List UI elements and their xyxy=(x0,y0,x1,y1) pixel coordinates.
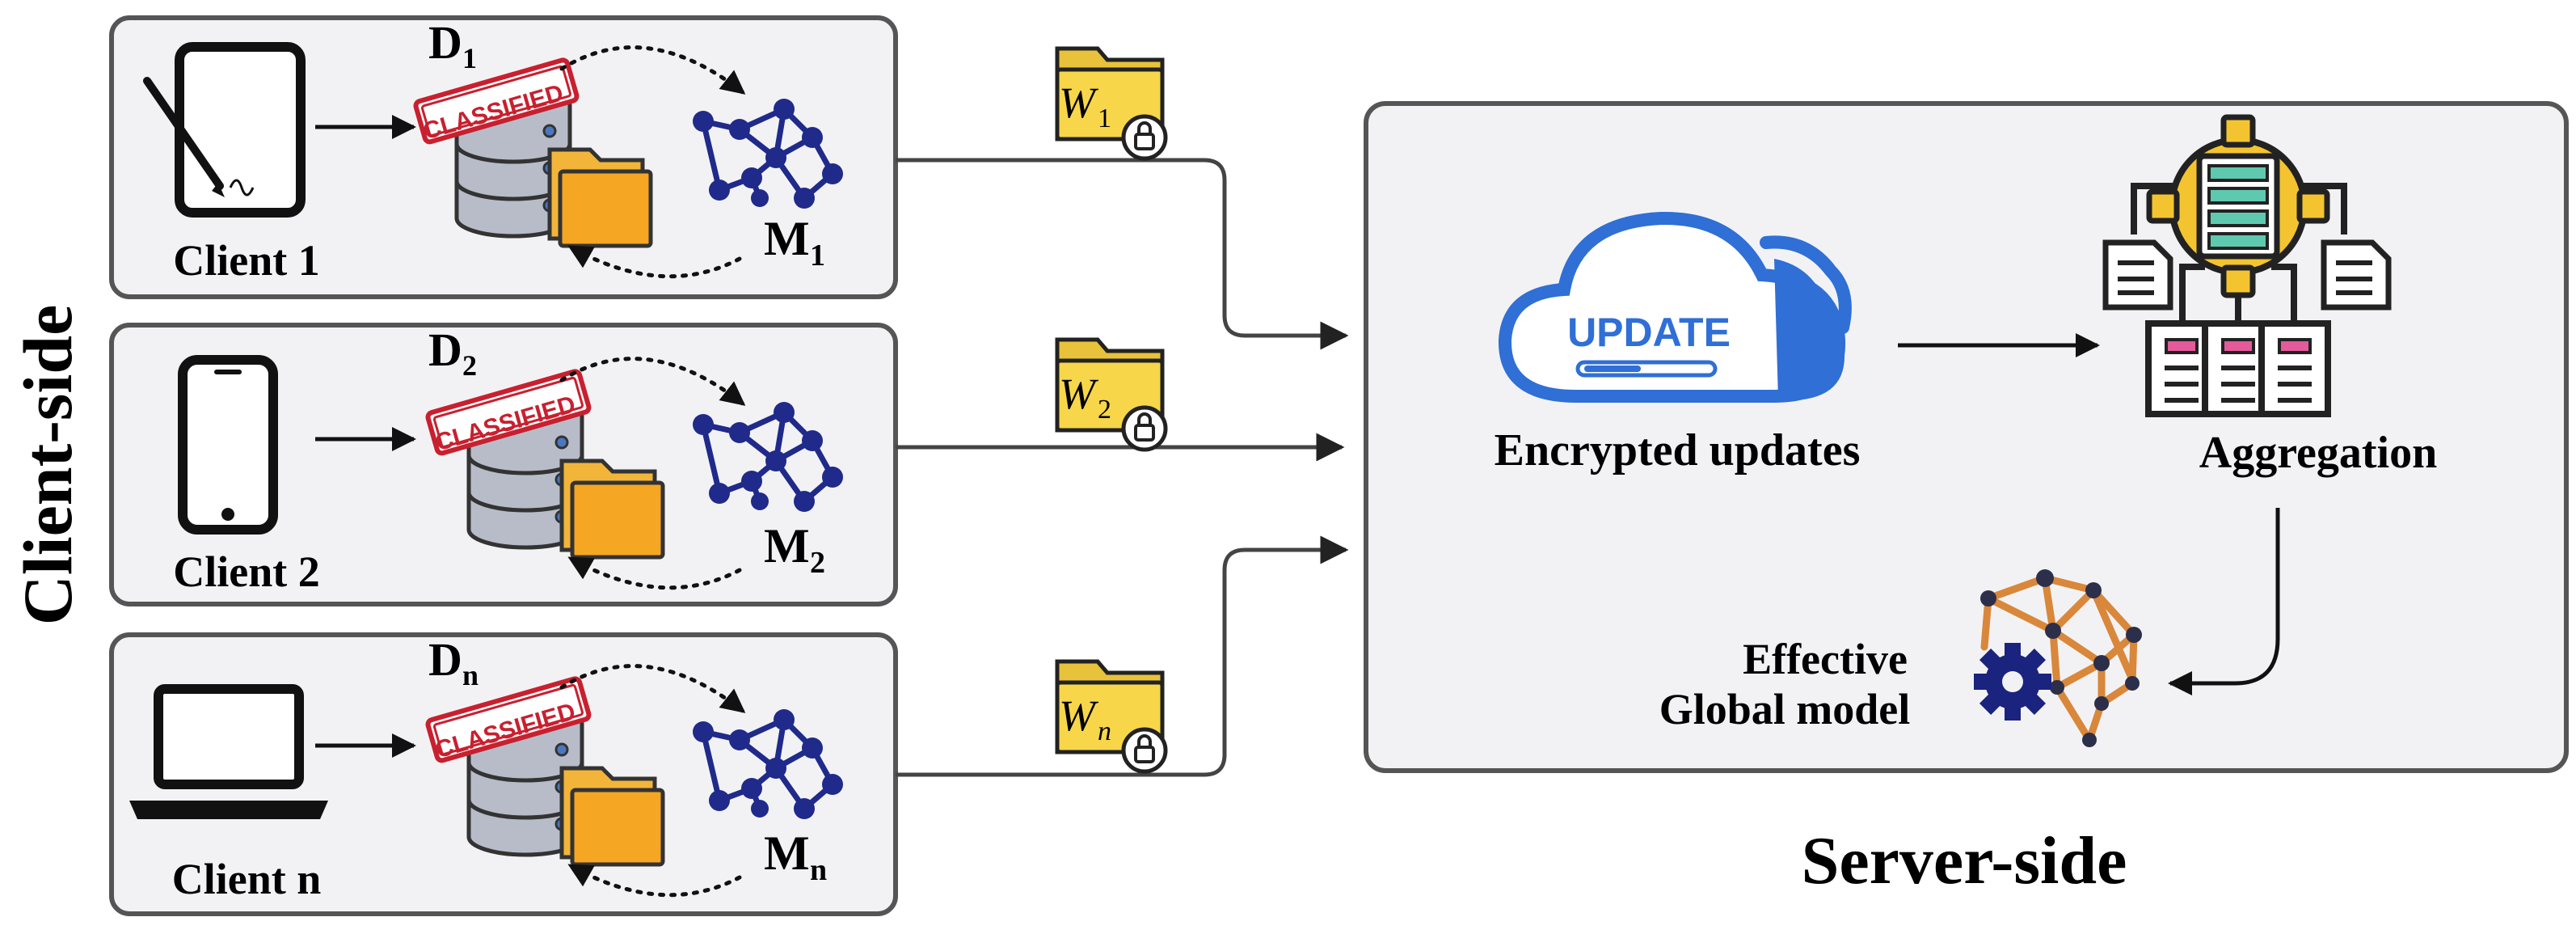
svg-text:D: D xyxy=(428,16,462,69)
svg-text:n: n xyxy=(462,659,479,691)
global-model-brain-icon xyxy=(1980,569,2142,747)
client-1-label: Client 1 xyxy=(173,236,320,285)
train-arrow-n-forward xyxy=(559,664,746,714)
dataset-1-label: D 1 xyxy=(428,16,477,74)
train-arrow-n-back xyxy=(567,863,742,898)
cloud-update-text: UPDATE xyxy=(1567,310,1731,355)
aggregation-server-icon xyxy=(2102,114,2392,417)
laptop-icon xyxy=(129,684,328,819)
cloud-update-icon xyxy=(1498,211,1852,403)
train-arrow-2-forward xyxy=(559,357,746,407)
encrypted-updates-label: Encrypted updates xyxy=(1495,425,1861,475)
server-side-label: Server-side xyxy=(1802,823,2127,898)
client-n-label: Client n xyxy=(172,855,322,903)
svg-text:1: 1 xyxy=(810,239,825,273)
weight-n-label: W n xyxy=(1059,691,1111,746)
svg-text:M: M xyxy=(764,212,810,265)
svg-text:2: 2 xyxy=(1098,395,1111,425)
train-arrow-1-back xyxy=(567,244,742,279)
model-n-label: M n xyxy=(764,826,827,887)
weight-2-label: W 2 xyxy=(1059,370,1111,425)
svg-text:W: W xyxy=(1059,78,1099,127)
svg-text:W: W xyxy=(1059,370,1099,418)
global-model-label-line2: Global model xyxy=(1659,685,1911,733)
svg-text:D: D xyxy=(428,633,462,686)
client-side-label: Client-side xyxy=(9,305,86,626)
svg-text:D: D xyxy=(428,323,462,376)
client-2-label: Client 2 xyxy=(173,547,320,596)
model-1-label: M 1 xyxy=(764,212,825,273)
dataset-n-label: D n xyxy=(428,633,479,691)
global-model-label-line1: Effective xyxy=(1743,635,1908,683)
svg-text:1: 1 xyxy=(462,42,477,74)
upload-connector-n xyxy=(896,535,1349,777)
train-arrow-1-forward xyxy=(559,45,746,95)
weight-1-label: W 1 xyxy=(1059,78,1111,133)
upload-connector-1 xyxy=(896,158,1349,350)
global-model-gear-icon xyxy=(1974,643,2051,721)
tablet-icon xyxy=(143,42,306,218)
smartphone-icon xyxy=(178,355,278,535)
svg-text:2: 2 xyxy=(810,546,825,580)
train-arrow-2-back xyxy=(567,556,742,590)
svg-text:1: 1 xyxy=(1098,104,1111,133)
svg-text:2: 2 xyxy=(462,349,477,382)
model-2-label: M 2 xyxy=(764,519,825,580)
svg-text:M: M xyxy=(764,826,810,880)
aggregation-label: Aggregation xyxy=(2199,428,2438,478)
svg-text:M: M xyxy=(764,519,810,573)
dataset-2-label: D 2 xyxy=(428,323,477,382)
svg-text:n: n xyxy=(1098,716,1111,746)
svg-text:n: n xyxy=(810,853,827,887)
svg-text:W: W xyxy=(1059,691,1099,740)
aggregation-to-model-arrow xyxy=(2168,508,2280,695)
